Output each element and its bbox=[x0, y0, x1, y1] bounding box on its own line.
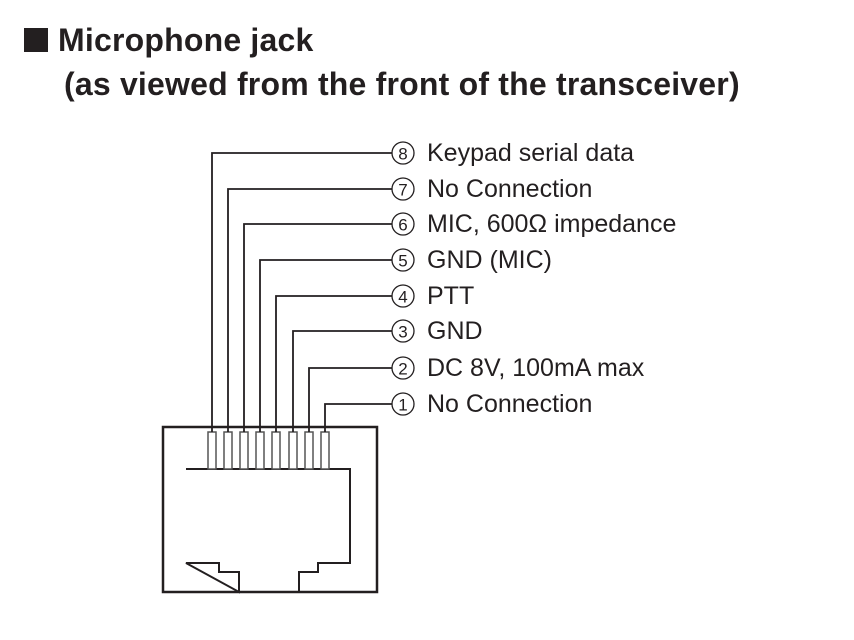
pin-number-circle-icon bbox=[391, 392, 415, 416]
pin-wire-8 bbox=[211, 152, 392, 432]
pin-number-circle-icon bbox=[391, 319, 415, 343]
pin-wire-3 bbox=[292, 330, 392, 432]
pin-contact-1 bbox=[320, 431, 330, 470]
square-bullet-icon bbox=[24, 28, 48, 52]
pin-number-circle-icon bbox=[391, 284, 415, 308]
pin-label: No Connection bbox=[427, 390, 593, 418]
pin-label: MIC, 600Ω impedance bbox=[427, 210, 677, 238]
pin-wire-2 bbox=[308, 367, 392, 432]
pin-contact-5 bbox=[255, 431, 265, 470]
pin-wire-5 bbox=[259, 259, 392, 432]
pin-label: GND (MIC) bbox=[427, 246, 552, 274]
pin-wire-7 bbox=[227, 188, 392, 432]
pin-wire-4 bbox=[275, 295, 392, 432]
pin-number-circle-icon bbox=[391, 177, 415, 201]
diagram-title: Microphone jack bbox=[24, 22, 314, 59]
pin-label: Keypad serial data bbox=[427, 139, 635, 167]
pin-wire-6 bbox=[243, 223, 392, 432]
pin-number: 3 bbox=[398, 323, 407, 342]
pin-number: 5 bbox=[398, 252, 407, 271]
pin-number: 6 bbox=[398, 216, 407, 235]
pin-wire-1 bbox=[324, 403, 392, 432]
pin-number-circle-icon bbox=[391, 212, 415, 236]
pin-label: PTT bbox=[427, 282, 475, 310]
pin-contact-7 bbox=[223, 431, 233, 470]
pin-number: 7 bbox=[398, 181, 407, 200]
diagram-subtitle: (as viewed from the front of the transce… bbox=[64, 66, 740, 102]
pin-number: 2 bbox=[398, 360, 407, 379]
pin-contact-2 bbox=[304, 431, 314, 470]
pin-number: 4 bbox=[398, 288, 407, 307]
pin-contact-4 bbox=[271, 431, 281, 470]
jack-body bbox=[161, 425, 379, 594]
pin-label: No Connection bbox=[427, 175, 593, 203]
jack-opening bbox=[185, 468, 351, 594]
pin-contact-6 bbox=[239, 431, 249, 470]
pin-label: DC 8V, 100mA max bbox=[427, 354, 645, 382]
pin-number-circle-icon bbox=[391, 248, 415, 272]
title-text: Microphone jack bbox=[58, 22, 314, 58]
pin-number: 8 bbox=[398, 145, 407, 164]
jack-outer-frame bbox=[161, 425, 379, 594]
pin-number-circle-icon bbox=[391, 141, 415, 165]
pin-number: 1 bbox=[398, 396, 407, 415]
pin-contact-3 bbox=[288, 431, 298, 470]
pin-number-circle-icon bbox=[391, 356, 415, 380]
pin-contact-8 bbox=[207, 431, 217, 470]
pin-label: GND bbox=[427, 317, 483, 345]
